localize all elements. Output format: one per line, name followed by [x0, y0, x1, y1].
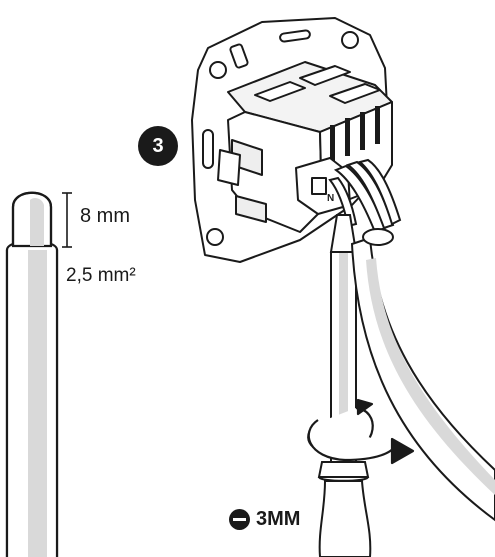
- terminal-wires: [328, 158, 402, 234]
- cable: [350, 228, 495, 522]
- rotation-arrow: [307, 398, 415, 465]
- neutral-terminal-mark: N: [327, 193, 335, 204]
- screwdriver-handle: [318, 480, 372, 557]
- screwdriver-ferrule: [317, 461, 370, 478]
- step-number-badge: 3: [138, 126, 178, 166]
- socket-mechanism: [191, 17, 393, 263]
- strip-length-label: 8 mm: [80, 205, 130, 227]
- cable-end: [362, 228, 394, 246]
- tool-size-label: 3MM: [229, 508, 300, 531]
- strip-length-dimension: [62, 192, 72, 248]
- flathead-screwdriver-icon: [229, 509, 250, 530]
- tool-size-text: 3MM: [256, 508, 301, 530]
- wire-cross-section-label: 2,5 mm²: [66, 265, 136, 286]
- wire: [5, 191, 59, 557]
